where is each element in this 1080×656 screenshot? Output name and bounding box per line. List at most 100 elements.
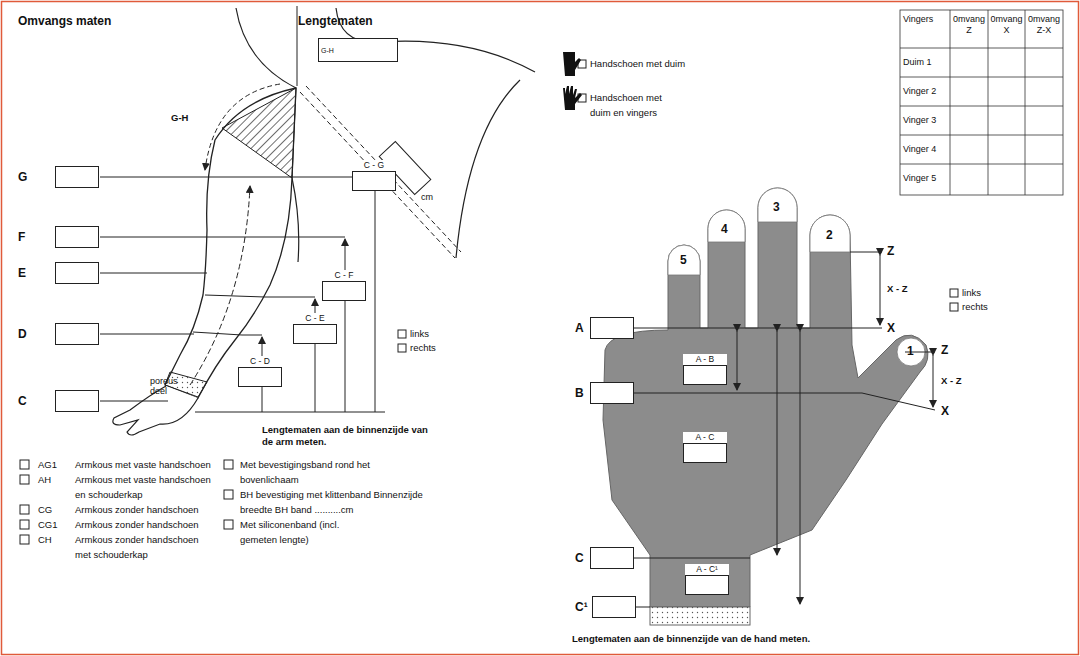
drawing-stroke [456,80,520,258]
drawing-stroke [375,179,376,412]
table-cell: Vinger 5 [903,173,949,184]
drawing-stroke [988,10,989,195]
drawing-stroke [20,520,29,529]
silicone-dots [650,607,750,625]
side-option: links [962,285,981,300]
instruction-note: Lengtematen aan de binnenzijde van de ar… [262,424,437,448]
option-text: Armkous met vaste handschoen en schouder… [75,472,215,502]
dimension-label: Z [940,343,949,357]
shoulder-hatch [222,88,296,178]
field-letter: A [575,321,584,335]
drawing-stroke [398,344,406,352]
option-code: AH [38,472,51,487]
input-box [238,367,282,387]
input-box [685,575,729,595]
drawing-stroke [810,215,850,252]
fingertips [668,188,925,366]
glove-option: Handschoen met duim [590,56,685,71]
length-label: C - D [238,356,282,367]
drawing-stroke [20,505,29,514]
drawing-stroke [800,331,801,604]
gh-label: G-H [170,112,189,124]
part-name: poreus deel [150,376,182,396]
circumference-field: C [575,547,584,569]
table-cell: 0mvang Z-X [1026,14,1062,36]
circumference-field: D [18,323,27,345]
drawing-stroke [292,178,299,262]
input-box [55,323,99,345]
drawing-stroke [862,393,935,410]
length-field: C - E [293,313,337,344]
option-code: CG [38,502,52,517]
length-field: A - B [683,354,727,385]
length-field: A - C¹ [685,564,729,595]
length-field: C - G [352,160,396,191]
hand-lines [633,252,935,607]
input-box [293,324,337,344]
field-letter: F [18,230,25,244]
circumference-field: E [18,262,26,284]
drawing-stroke [20,535,29,544]
input-box [592,596,636,618]
drawing-stroke [20,460,29,469]
dimension-label: X [940,404,950,418]
field-letter: G [18,170,27,184]
input-box [55,226,99,248]
circumference-field: C¹ [575,596,588,618]
length-label: C - F [322,270,366,281]
dimension-label: X - Z [886,283,909,295]
drawing-stroke [195,412,385,413]
unit-label: cm [420,192,434,202]
input-box [683,443,727,463]
input-box [683,365,727,385]
drawing-stroke [900,77,1063,78]
drawing-stroke [224,490,233,499]
dimension-label: Z [886,244,895,258]
center-line [297,6,298,86]
input-box [55,390,99,412]
table-cell: Vinger 3 [903,115,949,126]
field-letter: D [18,327,27,341]
table-cell: 0mvang Z [951,14,987,36]
table-cell: Duim 1 [903,57,949,68]
drawing-stroke [900,106,1063,107]
table-cell: Vinger 2 [903,86,949,97]
drawing-stroke [242,335,262,336]
drawing-stroke [100,401,168,402]
instruction-note: Lengtematen aan de binnenzijde van de ha… [572,633,810,645]
dimension-label: X - Z [940,375,963,387]
drawing-stroke [633,558,750,559]
field-letter: C¹ [575,600,588,614]
drawing-stroke [900,10,1063,195]
field-letter: B [575,386,584,400]
input-box [322,281,366,301]
option-code: CG1 [38,517,58,532]
drawing-stroke [224,460,233,469]
callout-number: 5 [680,253,687,267]
length-field: A - C [683,432,727,463]
option-text: Met bevestigingsband rond het bovenlicha… [240,457,370,487]
field-letter: C [575,551,584,565]
drawing-stroke [933,355,934,407]
input-box [55,262,99,284]
callout-number: 1 [907,344,914,358]
field-letter: C [18,394,27,408]
drawing-stroke [950,289,958,297]
option-text: Met siliconenband (incl. gemeten lengte) [240,517,350,547]
option-text: Armkous zonder handschoen [75,517,199,532]
input-box [352,171,396,191]
option-code: AG1 [38,457,57,472]
length-label: C - E [293,313,337,324]
drawing-stroke [265,297,315,298]
circumference-lines [100,177,385,412]
drawing-stroke [100,273,207,274]
callout-number: 2 [826,228,833,242]
length-label: A - C [683,432,727,443]
input-box [590,382,634,404]
drawing-stroke [633,393,862,394]
option-text: Armkous zonder handschoen [75,502,199,517]
circumference-field: A [575,317,584,339]
